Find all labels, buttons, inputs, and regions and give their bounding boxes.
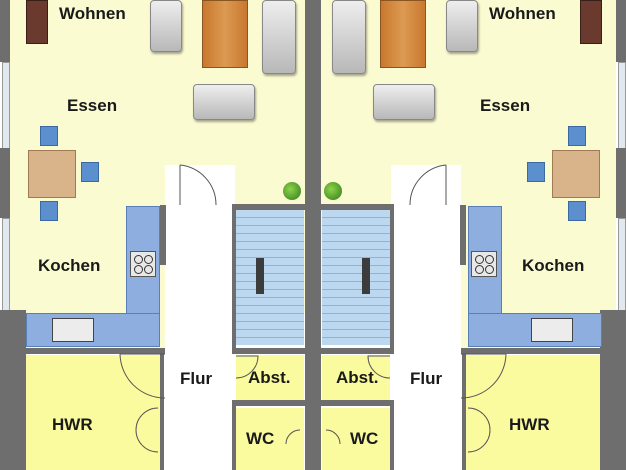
left-wall-stair-side [232, 204, 236, 354]
right-hallway [391, 165, 461, 470]
left-loveseat [193, 84, 255, 120]
right-coffee-table [380, 0, 426, 68]
right-fireplace [580, 0, 602, 44]
left-wall-kitchen-v [160, 205, 166, 265]
left-label-flur: Flur [180, 369, 213, 388]
right-stair-core [362, 258, 370, 294]
left-utility-room [26, 355, 163, 470]
left-label-kochen: Kochen [38, 256, 101, 275]
right-label-flur: Flur [410, 369, 443, 388]
left-outer-wall-mid [0, 148, 10, 218]
left-wc-room [236, 408, 304, 470]
left-storage-room [236, 355, 304, 400]
right-outer-wall-upper [616, 0, 626, 62]
left-hallway [165, 165, 235, 470]
left-sink [52, 318, 94, 342]
left-staircase [234, 210, 304, 345]
left-label-essen: Essen [67, 96, 118, 115]
left-plant [283, 182, 301, 200]
right-label-essen: Essen [480, 96, 531, 115]
left-dining-chair [40, 201, 58, 221]
left-outer-wall-upper [0, 0, 10, 62]
right-label-wc: WC [350, 429, 379, 448]
right-wall-kitchen-v [460, 205, 466, 265]
right-wall-kitchen-h [461, 348, 616, 354]
right-dining-chair [568, 126, 586, 146]
left-label-abst: Abst. [248, 368, 291, 387]
party-wall [305, 0, 321, 470]
right-wc-room [322, 408, 390, 470]
right-wall-abst-wc [321, 400, 390, 406]
right-label-kochen: Kochen [522, 256, 585, 275]
left-wall-wc-side [232, 400, 236, 470]
right-utility-room [463, 355, 600, 470]
left-dining-chair [81, 162, 99, 182]
left-dining-chair [40, 126, 58, 146]
left-stair-core [256, 258, 264, 294]
left-outer-wall-lower [0, 310, 26, 470]
right-wall-stair-side [390, 204, 394, 354]
right-dining-chair [568, 201, 586, 221]
left-wall-kitchen-h [10, 348, 165, 354]
right-sink [531, 318, 573, 342]
right-plant [324, 182, 342, 200]
right-stove [471, 251, 497, 277]
right-outer-wall-mid [616, 148, 626, 218]
right-wall-utility-v [462, 354, 466, 470]
left-sofa [262, 0, 296, 74]
right-storage-room [322, 355, 390, 400]
right-loveseat [373, 84, 435, 120]
left-label-hwr: HWR [52, 415, 93, 434]
left-label-wohnen: Wohnen [59, 4, 126, 23]
left-coffee-table [202, 0, 248, 68]
left-wall-stair-top [232, 204, 305, 210]
left-fireplace [26, 0, 48, 44]
left-stove [130, 251, 156, 277]
left-armchair [150, 0, 182, 52]
right-outer-wall-lower [600, 310, 626, 470]
right-wall-wc-side [390, 400, 394, 470]
right-sofa [332, 0, 366, 74]
right-dining-chair [527, 162, 545, 182]
left-label-wc: WC [246, 429, 275, 448]
right-staircase [322, 210, 392, 345]
left-wall-abst-top [236, 348, 305, 354]
right-wall-abst-top [321, 348, 390, 354]
left-wall-abst-wc [236, 400, 305, 406]
right-armchair [446, 0, 478, 52]
right-dining-table [552, 150, 600, 198]
right-label-wohnen: Wohnen [489, 4, 556, 23]
right-label-hwr: HWR [509, 415, 550, 434]
right-wall-stair-top [321, 204, 394, 210]
left-dining-table [28, 150, 76, 198]
right-label-abst: Abst. [336, 368, 379, 387]
left-wall-utility-v [160, 354, 164, 470]
